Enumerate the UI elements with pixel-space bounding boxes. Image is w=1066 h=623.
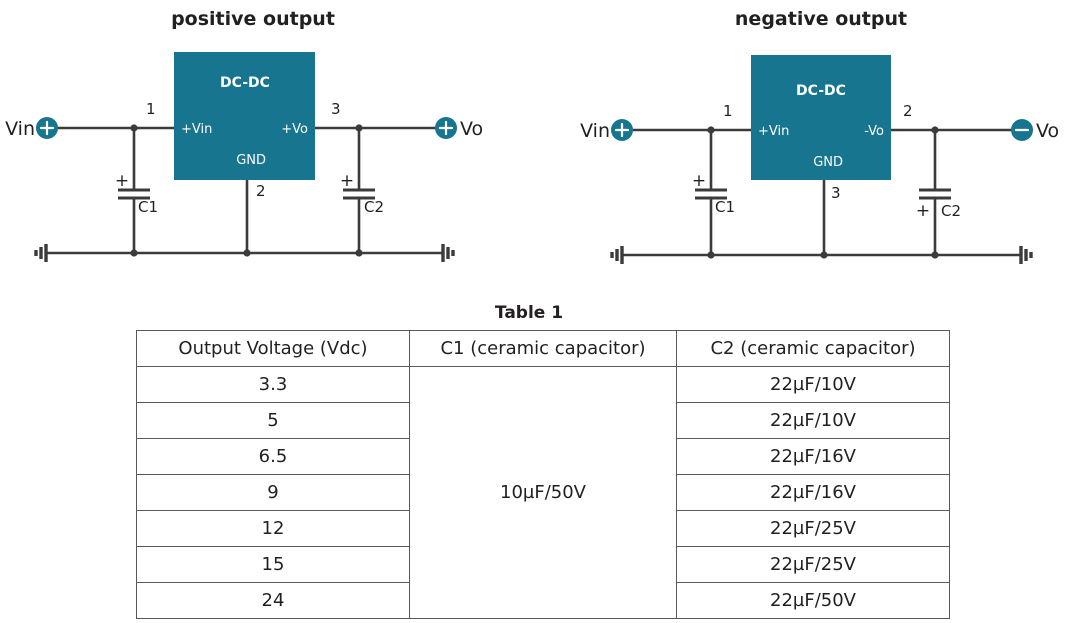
capacitor-spec-table: Output Voltage (Vdc) C1 (ceramic capacit… [136,330,950,619]
cell-c2: 22µF/25V [676,510,950,547]
positive-pin-number-2: 2 [256,182,266,200]
negative-pin-number-2: 2 [903,102,913,120]
cell-c2: 22µF/10V [676,366,950,403]
table-row: 6.5 22µF/16V [136,438,950,475]
negative-c2-polarity: + [916,201,930,221]
negative-ground-symbol-right [1019,246,1033,264]
cell-voltage: 3.3 [136,366,410,403]
negative-pin-number-1: 1 [723,102,733,120]
positive-c2-label: C2 [364,198,384,216]
negative-pin-gnd-label: GND [813,155,843,170]
negative-c1-polarity: + [692,171,706,191]
negative-dcdc-chip[interactable] [751,55,891,180]
cell-voltage: 6.5 [136,438,410,475]
positive-c2-polarity: + [340,171,354,191]
positive-ground-node-c1 [130,249,138,257]
cell-voltage: 15 [136,546,410,583]
negative-ground-node-gnd [820,251,828,259]
table-header-c2: C2 (ceramic capacitor) [676,330,950,367]
table-row: 12 22µF/25V [136,510,950,547]
table-row: 5 22µF/10V [136,402,950,439]
table-header-row: Output Voltage (Vdc) C1 (ceramic capacit… [136,330,950,367]
table-row: 3.3 10µF/50V 22µF/10V [136,366,950,619]
positive-pin-vin-label: +Vin [181,122,212,137]
negative-pin-number-3: 3 [831,184,841,202]
positive-chip-title: DC-DC [220,75,270,91]
positive-output-terminal[interactable] [435,117,457,139]
table-row: 15 22µF/25V [136,546,950,583]
negative-ground-node-c2 [931,251,939,259]
cell-voltage: 24 [136,582,410,619]
positive-dcdc-chip[interactable] [174,52,315,180]
circuit-positive-output: positive output Vin 1 + C1 DC-DC +Vin [5,8,483,262]
positive-input-terminal[interactable] [36,117,58,139]
cell-c2: 22µF/10V [676,402,950,439]
positive-ground-node-c2 [355,249,363,257]
circuit-negative-output: negative output Vin 1 + C1 DC-DC +Vin [580,8,1059,264]
cell-c2: 22µF/50V [676,582,950,619]
negative-circuit-title: negative output [735,8,907,30]
table-section: Table 1 Output Voltage (Vdc) C1 (ceramic… [136,303,950,619]
cell-c2: 22µF/25V [676,546,950,583]
table-title: Table 1 [494,303,564,323]
negative-output-terminal[interactable] [1011,119,1033,141]
negative-chip-title: DC-DC [796,83,846,99]
cell-c2: 22µF/16V [676,438,950,475]
negative-ground-node-c1 [707,251,715,259]
positive-output-terminal-label: Vo [460,118,483,140]
positive-pin-vo-label: +Vo [281,122,308,137]
cell-c1-merged: 10µF/50V [409,366,677,619]
table-row: 24 22µF/50V [136,582,950,619]
table-row: 9 22µF/16V [136,474,950,511]
positive-pin-gnd-label: GND [236,153,266,168]
cell-c2: 22µF/16V [676,474,950,511]
positive-c1-label: C1 [138,198,158,216]
negative-output-terminal-label: Vo [1036,120,1059,142]
circuit-schematics: positive output Vin 1 + C1 DC-DC +Vin [5,8,1059,264]
positive-c1-polarity: + [115,171,129,191]
cell-voltage: 5 [136,402,410,439]
cell-voltage: 9 [136,474,410,511]
table-header-c1: C1 (ceramic capacitor) [409,330,677,367]
negative-c1-label: C1 [715,198,735,216]
positive-pin-number-1: 1 [146,100,156,118]
positive-ground-symbol-right [441,244,455,262]
positive-input-terminal-label: Vin [5,118,35,140]
negative-input-terminal[interactable] [611,119,633,141]
negative-ground-symbol-left [610,246,624,264]
negative-pin-vo-label: -Vo [864,124,884,139]
negative-c2-label: C2 [941,202,961,220]
negative-pin-vin-label: +Vin [758,124,789,139]
table-header-output-voltage: Output Voltage (Vdc) [136,330,410,367]
positive-circuit-title: positive output [171,8,335,30]
positive-ground-symbol-left [34,244,48,262]
positive-pin-number-3: 3 [331,100,341,118]
cell-voltage: 12 [136,510,410,547]
negative-input-terminal-label: Vin [580,120,610,142]
positive-ground-node-gnd [243,249,251,257]
